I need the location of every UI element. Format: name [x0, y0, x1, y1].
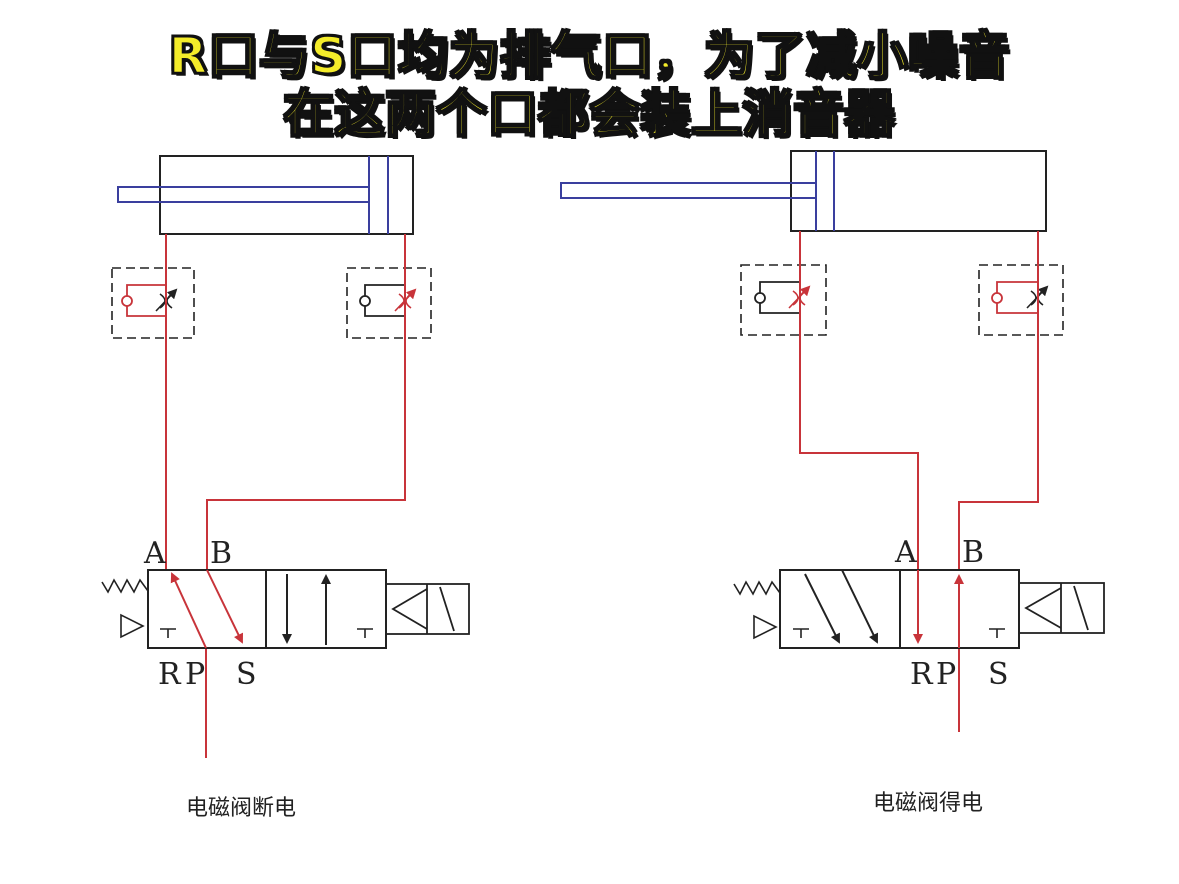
title-line-1: R口与S口均为排气口，为了减小噪音 [168, 26, 1011, 86]
right-flow-control-b [978, 264, 1064, 336]
left-flow-control-a [111, 267, 195, 339]
right-solenoid-valve [733, 569, 1105, 649]
left-air-lines [165, 234, 406, 758]
left-flow-control-b [346, 267, 432, 339]
right-air-lines [799, 231, 1039, 732]
left-solenoid-valve [101, 569, 470, 649]
right-caption: 电磁阀得电 [873, 791, 983, 816]
left-port-p: P [185, 657, 205, 692]
right-cylinder [560, 150, 1047, 232]
left-caption: 电磁阀断电 [186, 796, 296, 821]
left-piston-rod [117, 186, 370, 203]
right-port-p: P [936, 657, 956, 692]
left-port-a: A [143, 536, 166, 571]
left-port-b: B [210, 536, 232, 571]
left-port-r: R [158, 657, 182, 692]
right-port-r: R [910, 657, 934, 692]
left-circuit: A B R P S 电磁阀断电 [101, 155, 470, 821]
right-port-a: A [894, 535, 917, 570]
left-port-s: S [236, 657, 257, 692]
right-flow-control-a [740, 264, 827, 336]
right-circuit: A B R P S 电磁阀得电 [560, 150, 1105, 816]
right-piston-rod [560, 182, 817, 199]
left-cylinder [117, 155, 414, 235]
right-port-b: B [962, 535, 984, 570]
title-line-2: 在这两个口都会装上消音器 [283, 84, 896, 144]
right-port-s: S [988, 657, 1009, 692]
